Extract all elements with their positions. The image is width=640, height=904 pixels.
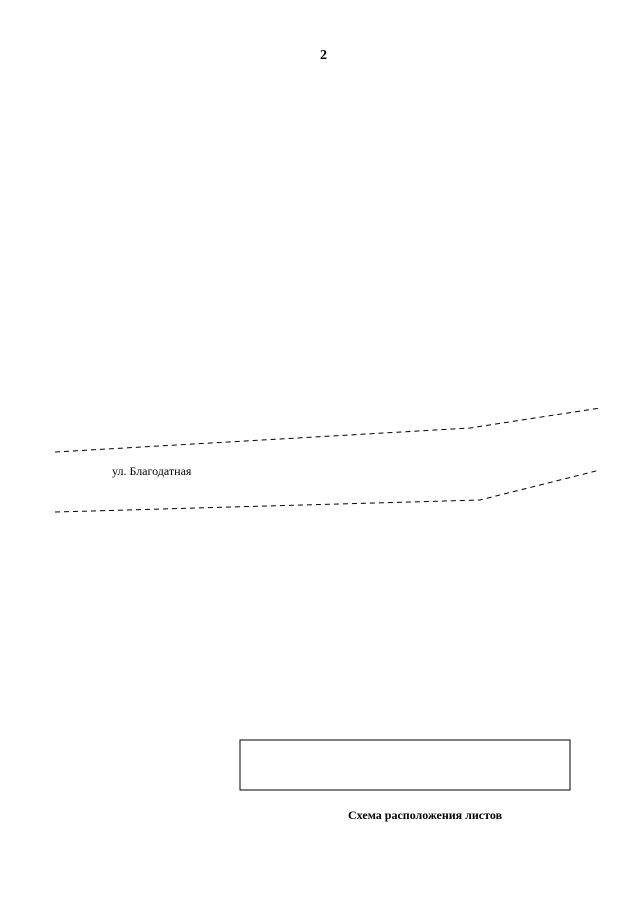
page-number: 2 (320, 48, 327, 63)
sheet-strip (239, 739, 571, 791)
road-bottom (54, 469, 601, 513)
sheet-scheme-caption: Схема расположения листов (348, 808, 503, 822)
street-label-blagodatnaya-left: ул. Благодатная (112, 464, 192, 478)
road-top (54, 407, 601, 453)
